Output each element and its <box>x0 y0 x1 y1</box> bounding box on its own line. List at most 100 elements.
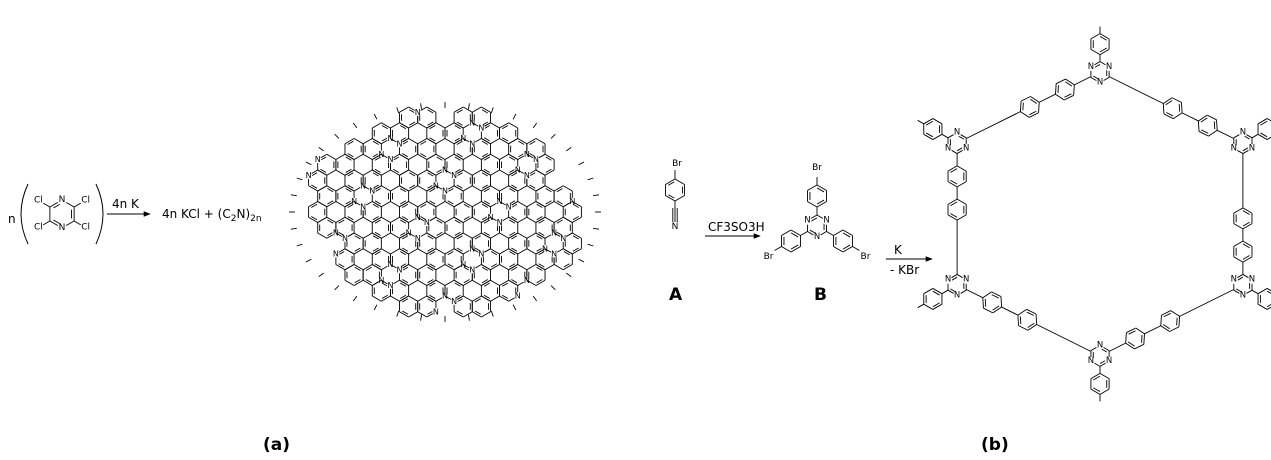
double-bond <box>481 279 488 284</box>
double-bond <box>1242 210 1250 215</box>
ring-bond <box>353 216 364 223</box>
label-B: B <box>814 285 827 305</box>
ring-bond <box>1171 97 1182 103</box>
atom-mask <box>952 128 962 137</box>
double-bond <box>402 298 409 303</box>
ring-bond <box>481 106 491 113</box>
atom-mask <box>1086 356 1096 366</box>
right-paren <box>95 183 104 245</box>
double-bond <box>427 121 434 126</box>
chlorine-atom: Cl <box>34 223 43 233</box>
reagent-cf3so3h: CF3SO3H <box>708 220 765 234</box>
double-bond <box>538 251 545 256</box>
network-ring <box>535 185 555 208</box>
ring-bond <box>526 232 537 239</box>
terminal-methyl <box>578 258 585 263</box>
ring-bond <box>390 185 400 192</box>
ring-bond <box>444 153 455 160</box>
nitrogen-atom: N <box>397 139 403 148</box>
double-bond <box>372 153 379 158</box>
ring-bond <box>399 295 409 302</box>
double-bond <box>481 266 488 271</box>
ring-bond <box>490 169 500 176</box>
ring-bond <box>499 232 509 239</box>
ring-bond <box>462 153 473 160</box>
c-br-bond <box>774 246 782 251</box>
ring-bond <box>408 264 418 271</box>
nitrogen-atom: N <box>1097 340 1103 350</box>
double-bond <box>381 294 388 299</box>
ring-bond <box>453 138 464 145</box>
ring-bond <box>408 153 418 160</box>
atom-mask <box>1238 128 1248 137</box>
atom-mask <box>532 155 540 164</box>
double-bond <box>402 216 409 221</box>
ring-bond <box>1099 388 1110 395</box>
ring-bond <box>353 248 364 255</box>
ring-bond <box>526 248 537 255</box>
atom-mask <box>822 216 831 225</box>
network-ring <box>344 264 364 286</box>
ring-bond <box>353 153 364 160</box>
ring-bond <box>1030 96 1040 103</box>
double-bond <box>483 156 490 161</box>
ring-bond <box>435 264 446 271</box>
ring-bond <box>472 153 482 160</box>
nitrogen-atom: N <box>963 275 969 285</box>
bromine-atom: Br <box>672 159 682 169</box>
ring-bond <box>444 232 455 239</box>
terminal-methyl <box>468 314 470 321</box>
ring-bond <box>390 201 400 208</box>
terminal-methyl <box>512 113 517 120</box>
ring-bond <box>535 201 546 208</box>
ring-bond <box>462 279 473 286</box>
network-ring <box>526 201 546 223</box>
double-bond <box>511 247 518 252</box>
ring-bond <box>1017 308 1027 316</box>
double-bond <box>1200 117 1208 123</box>
atom-mask <box>386 155 395 164</box>
nitrogen-atom: N <box>360 202 366 211</box>
double-bond <box>1093 375 1101 381</box>
terminal-methyl <box>578 161 585 166</box>
ring-bond <box>1266 118 1271 122</box>
double-bond <box>509 231 516 236</box>
double-bond <box>1030 98 1038 104</box>
ring-bond <box>1242 256 1253 263</box>
atom-mask <box>1229 144 1239 153</box>
nitrogen-atom: N <box>397 265 403 274</box>
ring-bond <box>1169 326 1180 332</box>
double-bond <box>518 153 525 158</box>
double-bond <box>1266 290 1271 294</box>
atom-mask <box>414 234 422 242</box>
atom-mask <box>57 223 67 233</box>
terminal-methyl <box>305 258 312 263</box>
double-bond <box>474 310 481 315</box>
double-bond <box>456 109 463 114</box>
terminal-methyl <box>593 194 600 197</box>
double-bond <box>511 203 518 208</box>
network-ring <box>399 295 419 318</box>
double-bond <box>420 203 427 208</box>
double-bond <box>992 305 1000 311</box>
double-bond <box>436 168 443 173</box>
linker-bond <box>1039 93 1056 103</box>
double-bond <box>932 302 940 308</box>
network-ring <box>480 153 501 176</box>
double-bond <box>345 188 352 193</box>
double-bond <box>365 279 372 284</box>
ring-bond <box>308 216 318 223</box>
nitrogen-atom: N <box>515 292 521 301</box>
double-bond <box>481 153 488 158</box>
double-bond <box>474 247 481 252</box>
ring-bond <box>517 216 528 223</box>
ring-bond <box>344 169 355 176</box>
ring-bond <box>517 248 528 255</box>
nitrogen-atom: N <box>497 218 503 227</box>
linker-bond <box>966 289 983 299</box>
ring-bond <box>1065 78 1075 86</box>
double-bond <box>420 153 427 158</box>
ring-bond <box>535 185 546 192</box>
ring-bond <box>572 216 582 223</box>
